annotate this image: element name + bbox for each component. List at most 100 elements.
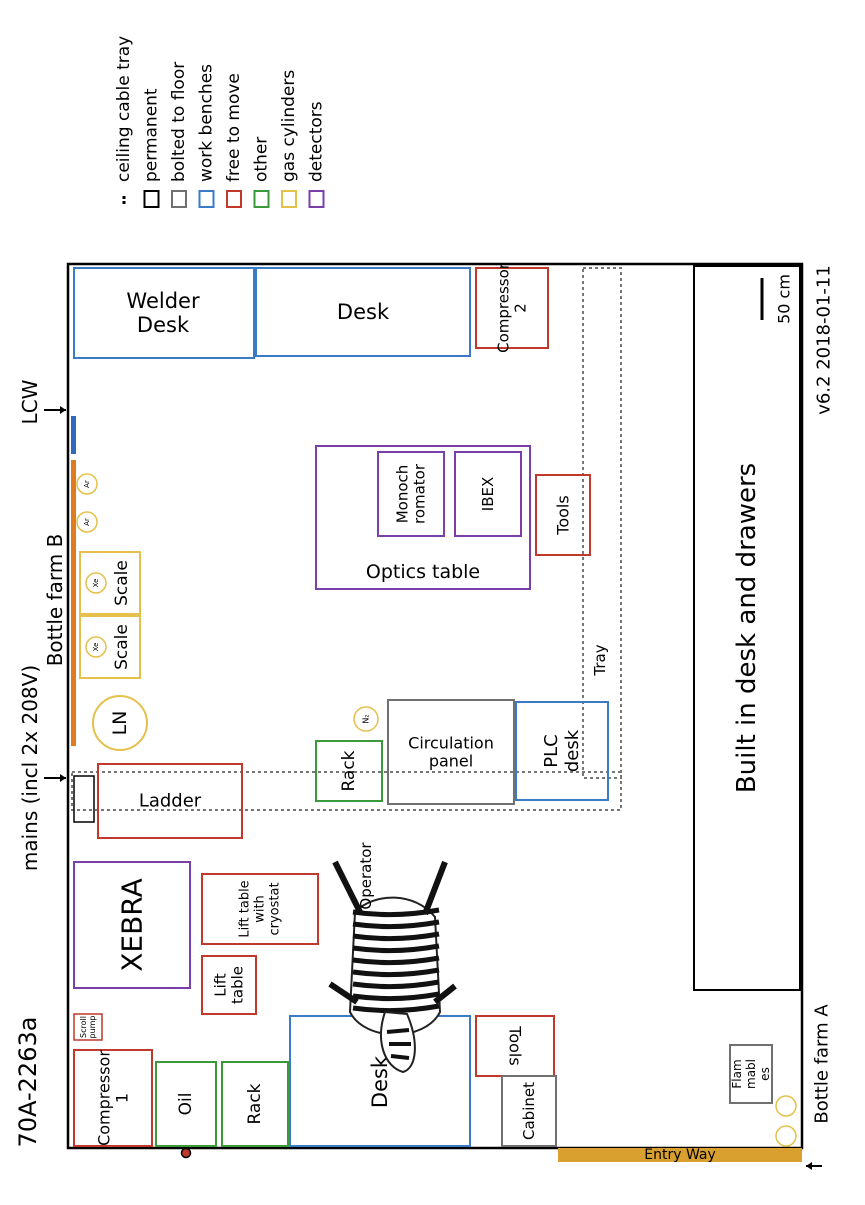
legend-swatch-workbench xyxy=(198,190,215,208)
legend-label: gas cylinders xyxy=(279,70,299,182)
plc-desk-box xyxy=(515,701,609,801)
ar-cylinder-2-label-group: Ar xyxy=(83,480,91,488)
entry-way-label: Entry Way xyxy=(644,1147,716,1163)
compressor-1-label: 1 xyxy=(113,1093,132,1103)
mains-arrowhead xyxy=(60,774,66,782)
compressor-2-label: Compressor xyxy=(494,262,512,353)
flammables-label: Flam xyxy=(730,1059,744,1088)
operator-label: Operator xyxy=(357,842,375,910)
xe-cylinder-2 xyxy=(85,572,107,594)
xe-cylinder-1-label: Xe xyxy=(92,643,100,652)
tools-top-label-group: Tools xyxy=(554,495,573,535)
cable-tray-vertical xyxy=(582,267,622,779)
legend-entry-group: work benches xyxy=(197,64,217,182)
built-in-desk-box xyxy=(693,265,801,991)
lift-table-label: table xyxy=(229,966,247,1004)
tools-top-label: Tools xyxy=(554,495,573,535)
lcw-arrowhead xyxy=(60,406,66,414)
ladder-label-group: Ladder xyxy=(139,791,202,812)
zebra-leg xyxy=(422,860,448,916)
circulation-panel-box xyxy=(387,699,515,805)
welder-desk-label: Desk xyxy=(137,313,190,337)
ibex-label-group: IBEX xyxy=(479,477,497,511)
zebra-stripe xyxy=(352,991,440,1002)
bottle-farm-a-arrowhead xyxy=(806,1162,812,1170)
legend-swatch-other xyxy=(253,190,270,208)
operator-zebra-icon xyxy=(328,860,457,1074)
xebra-label: XEBRA xyxy=(116,878,149,972)
legend-label: detectors xyxy=(307,101,327,182)
cabinet-label: Cabinet xyxy=(520,1082,538,1140)
monochromator-label: romator xyxy=(411,463,429,524)
bottle-farm-b-strip xyxy=(71,460,76,746)
ibex-box xyxy=(454,451,522,537)
ln-label-group: LN xyxy=(109,711,131,736)
circulation-panel-label: panel xyxy=(429,752,473,771)
built-in-desk-label: Built in desk and drawers xyxy=(732,463,762,793)
bottle-farm-b-label-group: Bottle farm B xyxy=(43,534,67,667)
oil-drain-marker xyxy=(180,1147,192,1159)
rack-mid-box xyxy=(315,740,383,802)
xe-cylinder-2-label-group: Xe xyxy=(92,579,100,588)
legend-entry-group: ceiling cable tray xyxy=(114,36,134,182)
zebra-leg xyxy=(332,860,363,914)
oil-box xyxy=(155,1061,217,1147)
n2-cylinder-label-group: N₂ xyxy=(362,714,371,723)
flammables-box xyxy=(729,1044,773,1104)
bottle-farm-a-label-group: Bottle farm A xyxy=(812,1004,833,1124)
ladder-box xyxy=(97,763,243,839)
scale-bar-label-group: 50 cm xyxy=(775,274,794,324)
room-id-label-group: 70A-2263a xyxy=(14,1017,42,1148)
mains-label-group: mains (incl 2x 208V) xyxy=(18,665,42,871)
cabinet-label-group: Cabinet xyxy=(520,1082,538,1140)
legend-entry-group: bolted to floor xyxy=(169,62,189,182)
rack-mid-label: Rack xyxy=(339,750,359,791)
welder-desk-box xyxy=(73,267,255,359)
zebra-leg xyxy=(433,983,457,1005)
rack-bottom-label-group: Rack xyxy=(245,1083,265,1124)
scale-2-label-group: Scale xyxy=(112,560,132,606)
legend-label: work benches xyxy=(197,64,217,182)
desk-top-label-group: Desk xyxy=(337,300,390,324)
scroll-pump-box xyxy=(73,1013,103,1041)
legend-entry-group: free to move xyxy=(224,73,244,182)
zebra-stripe xyxy=(352,931,440,942)
bottle-farm-b-label: Bottle farm B xyxy=(43,534,67,667)
plc-desk-label: PLC xyxy=(541,734,562,767)
legend-label: free to move xyxy=(224,73,244,182)
optics-table-box xyxy=(315,445,531,590)
tray-label: Tray xyxy=(591,644,609,676)
desk-bottom-label: Desk xyxy=(368,1055,392,1108)
legend-entry-group: permanent xyxy=(142,88,162,182)
lift-table-cryostat-box xyxy=(201,873,319,945)
oil-label: Oil xyxy=(176,1093,196,1116)
entry-way-strip xyxy=(558,1148,802,1162)
scroll-pump-label: pump xyxy=(88,1015,97,1038)
ln-dewar xyxy=(92,695,148,751)
desk-top-label: Desk xyxy=(337,300,390,324)
compressor-2-box xyxy=(475,267,549,349)
legend-label: other xyxy=(252,137,272,182)
flammables-label: es xyxy=(758,1067,772,1081)
version-label: v6.2 2018-01-11 xyxy=(814,265,835,415)
room-id-label: 70A-2263a xyxy=(14,1017,42,1148)
zebra-head-stripe xyxy=(386,1028,411,1060)
legend-label: ceiling cable tray xyxy=(114,36,134,182)
ibex-label: IBEX xyxy=(479,477,497,511)
rack-bottom-box xyxy=(221,1061,289,1147)
zebra-stripe xyxy=(352,979,440,990)
zebra-stripe xyxy=(352,967,440,978)
tools-bottom-label-group: Tools xyxy=(506,1025,525,1065)
lift-table-box xyxy=(201,955,257,1015)
scale-1-label: Scale xyxy=(112,624,132,670)
xe-cylinder-2-label: Xe xyxy=(92,579,100,588)
ar-cylinder-2 xyxy=(76,473,98,495)
